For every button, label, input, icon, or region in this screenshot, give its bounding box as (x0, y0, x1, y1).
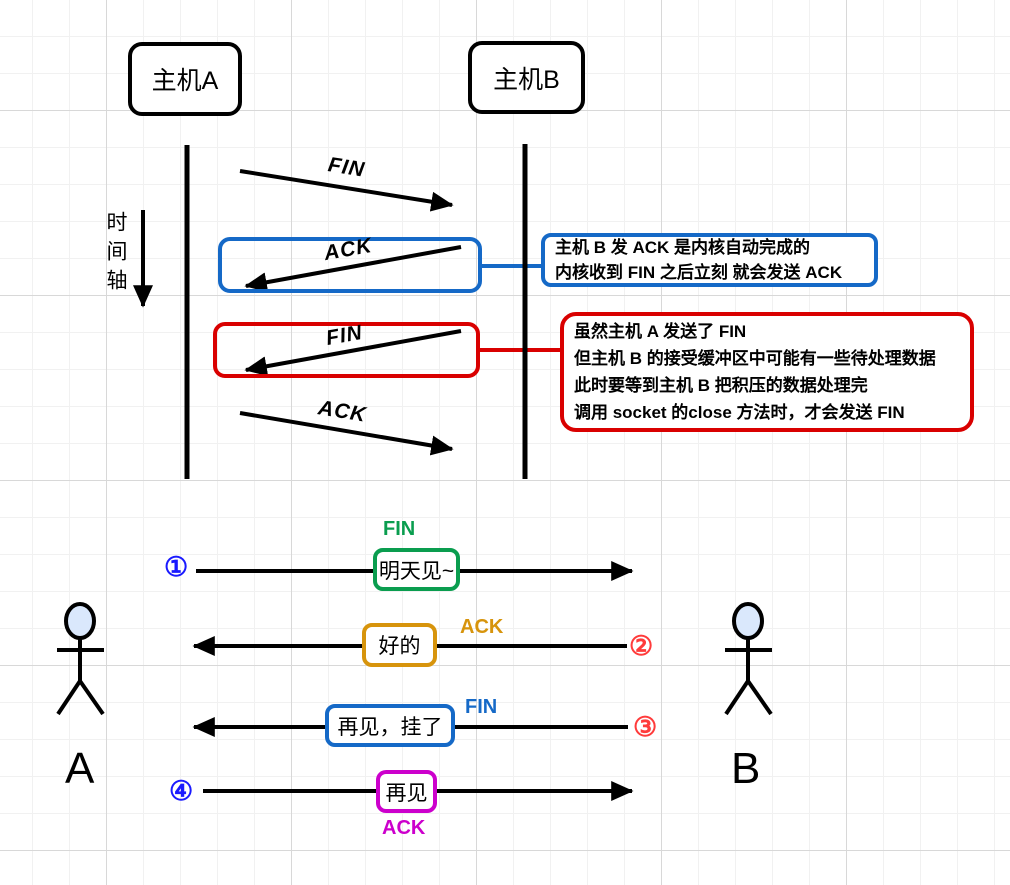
fin-arrow-top-2 (244, 329, 462, 377)
step2-message-box: 好的 (362, 623, 437, 667)
blue-note: 主机 B 发 ACK 是内核自动完成的 内核收到 FIN 之后立刻 就会发送 A… (541, 233, 878, 287)
blue-note-line: 主机 B 发 ACK 是内核自动完成的 (555, 238, 810, 257)
fin-arrow-top-1 (239, 169, 454, 212)
blue-note-line: 内核收到 FIN 之后立刻 就会发送 ACK (555, 263, 843, 282)
step1-message-box: 明天见~ (373, 548, 460, 591)
red-note-line: 此时要等到主机 B 把积压的数据处理完 (574, 376, 868, 395)
red-note-line: 虽然主机 A 发送了 FIN (574, 322, 747, 341)
time-axis-label: 时间轴 (104, 211, 127, 298)
step4-flag-label: ACK (382, 817, 426, 839)
step4-number: ④ (169, 776, 194, 806)
fin-highlight-box (213, 322, 480, 378)
step3-message-box: 再见，挂了 (325, 704, 455, 747)
ack-arrow-top-1 (244, 245, 462, 293)
ack-arrow-top-2 (239, 411, 454, 456)
step2-number: ② (629, 631, 654, 661)
step3-number: ③ (633, 712, 658, 742)
step4-message-box: 再见 (376, 770, 437, 813)
step1-number: ① (164, 552, 189, 582)
step2-flag-label: ACK (460, 616, 504, 638)
host-a-box: 主机A (128, 42, 242, 116)
red-note-line: 但主机 B 的接受缓冲区中可能有一些待处理数据 (574, 349, 936, 368)
step1-flag-label: FIN (383, 518, 416, 540)
red-note-line: 调用 socket 的close 方法时，才会发送 FIN (574, 403, 905, 422)
step3-flag-label: FIN (465, 696, 498, 718)
stick-figure-a (56, 602, 105, 716)
actor-a-label: A (65, 744, 95, 793)
stick-figure-b (724, 602, 773, 716)
host-b-box: 主机B (468, 41, 585, 114)
ack-highlight-box (218, 237, 482, 293)
red-note: 虽然主机 A 发送了 FIN 但主机 B 的接受缓冲区中可能有一些待处理数据 此… (560, 312, 974, 432)
actor-b-label: B (731, 744, 761, 793)
